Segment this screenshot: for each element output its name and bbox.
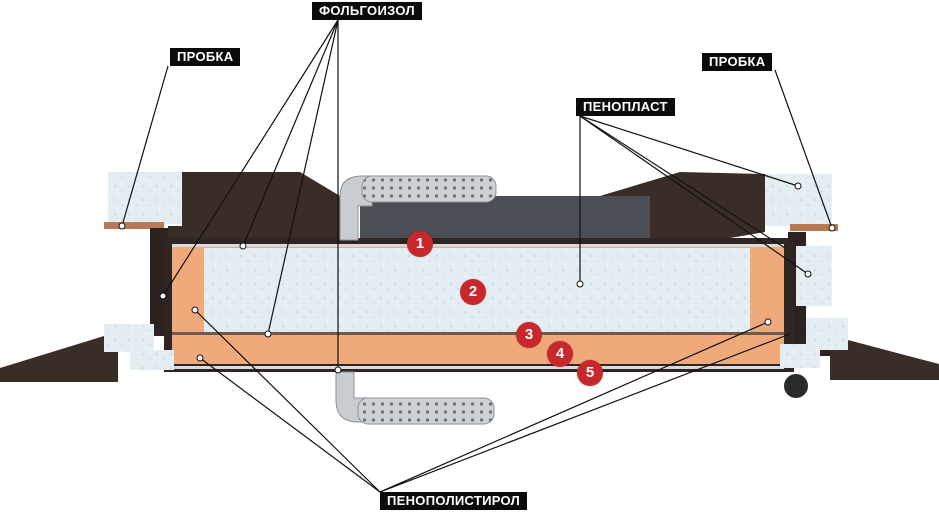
- handle-bottom-grip: [357, 397, 495, 425]
- left-cork-strip: [104, 222, 164, 229]
- label-foil: ФОЛЬГОИЗОЛ: [312, 2, 422, 20]
- right-cork-strip: [790, 224, 838, 231]
- layer-badge-5: 5: [577, 360, 603, 386]
- right-mid-foam: [796, 246, 832, 306]
- left-bottom-foam: [104, 324, 154, 352]
- foil-layer-top: [172, 244, 784, 247]
- layer-badge-3: 3: [516, 322, 542, 348]
- label-foam: ПЕНОПЛАСТ: [576, 98, 675, 116]
- handle-top-grip: [361, 175, 497, 203]
- label-polystyrene: ПЕНОПОЛИСТИРОЛ: [380, 492, 528, 510]
- label-cork-left: ПРОБКА: [170, 48, 241, 66]
- foil-layer-bottom: [172, 366, 784, 369]
- bottom-foam-insert: [130, 350, 174, 370]
- layer-badge-1: 1: [407, 231, 433, 257]
- left-bracket: [128, 228, 168, 352]
- right-wing: [830, 340, 939, 380]
- left-wing: [0, 336, 118, 382]
- leader-dots: [118, 182, 836, 374]
- left-top-foam: [108, 172, 186, 224]
- top-inner-panel: [360, 196, 650, 238]
- leader-lines: [121, 19, 833, 493]
- hinge-roller: [784, 374, 808, 398]
- bottom-right-foam-insert: [780, 344, 820, 368]
- foil-layer-mid: [172, 332, 784, 335]
- label-cork-right: ПРОБКА: [702, 53, 773, 71]
- layer-badge-4: 4: [547, 341, 573, 367]
- layer-badge-2: 2: [460, 279, 486, 305]
